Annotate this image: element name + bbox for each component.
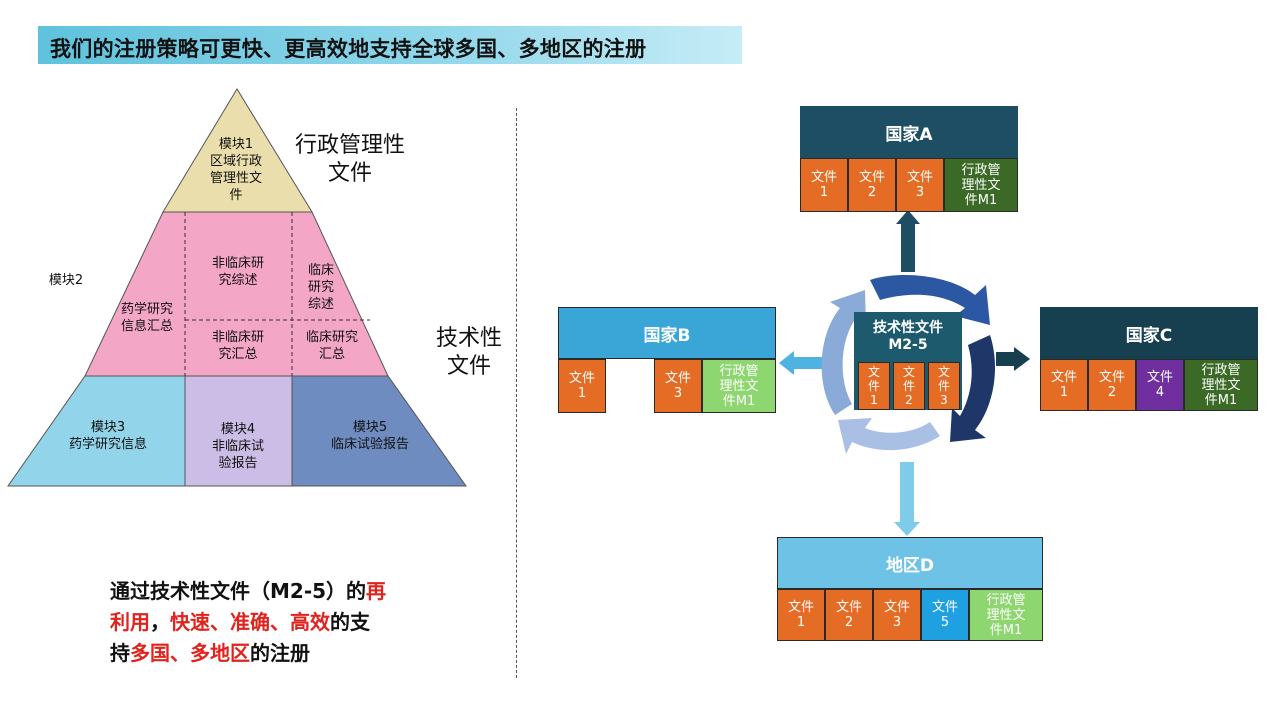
cycle-arrow-left xyxy=(821,290,866,415)
clinical-summary-label: 临床研究汇总 xyxy=(305,330,358,362)
pyramid-module4 xyxy=(184,375,293,487)
region-d-admin-m1: 行政管理性文件M1 xyxy=(969,589,1043,641)
section-divider xyxy=(516,108,517,678)
country-c-header: 国家C xyxy=(1040,307,1258,359)
country-c-admin-m1: 行政管理性文件M1 xyxy=(1184,359,1258,411)
cycle-arrow-bottom xyxy=(838,418,940,454)
module2-label: 模块2 xyxy=(48,273,84,288)
arrow-to-country-b xyxy=(779,351,824,375)
country-b-admin-m1: 行政管理性文件M1 xyxy=(702,359,776,413)
nonclinical-summary-label: 非临床研究汇总 xyxy=(211,330,264,362)
cycle-arrow-right xyxy=(950,335,995,442)
clinical-review-label: 临床研究综述 xyxy=(307,263,334,312)
nonclinical-review-label: 非临床研究综述 xyxy=(211,256,264,288)
arrow-to-country-a xyxy=(896,210,920,272)
technical-docs-label: 技术性文件 xyxy=(435,326,502,379)
pharm-summary-label: 药学研究信息汇总 xyxy=(120,302,173,334)
ctd-pyramid xyxy=(7,88,467,487)
pyramid-module5 xyxy=(291,375,467,487)
country-a-admin-m1: 行政管理性文件M1 xyxy=(944,158,1018,212)
admin-docs-label: 行政管理性文件 xyxy=(294,133,405,186)
country-a-header: 国家A xyxy=(800,106,1018,158)
page-title: 我们的注册策略可更快、更高效地支持全球多国、多地区的注册 xyxy=(50,37,647,61)
title-bar xyxy=(38,26,742,64)
country-b-header: 国家B xyxy=(558,307,776,359)
summary-text: 通过技术性文件（M2-5）的再利用，快速、准确、高效的支持多国、多地区的注册 xyxy=(110,579,387,665)
arrow-to-country-c xyxy=(996,347,1030,371)
region-d-header: 地区D xyxy=(777,537,1043,589)
flow-diagram xyxy=(779,210,1030,536)
arrow-to-region-d xyxy=(894,462,920,536)
